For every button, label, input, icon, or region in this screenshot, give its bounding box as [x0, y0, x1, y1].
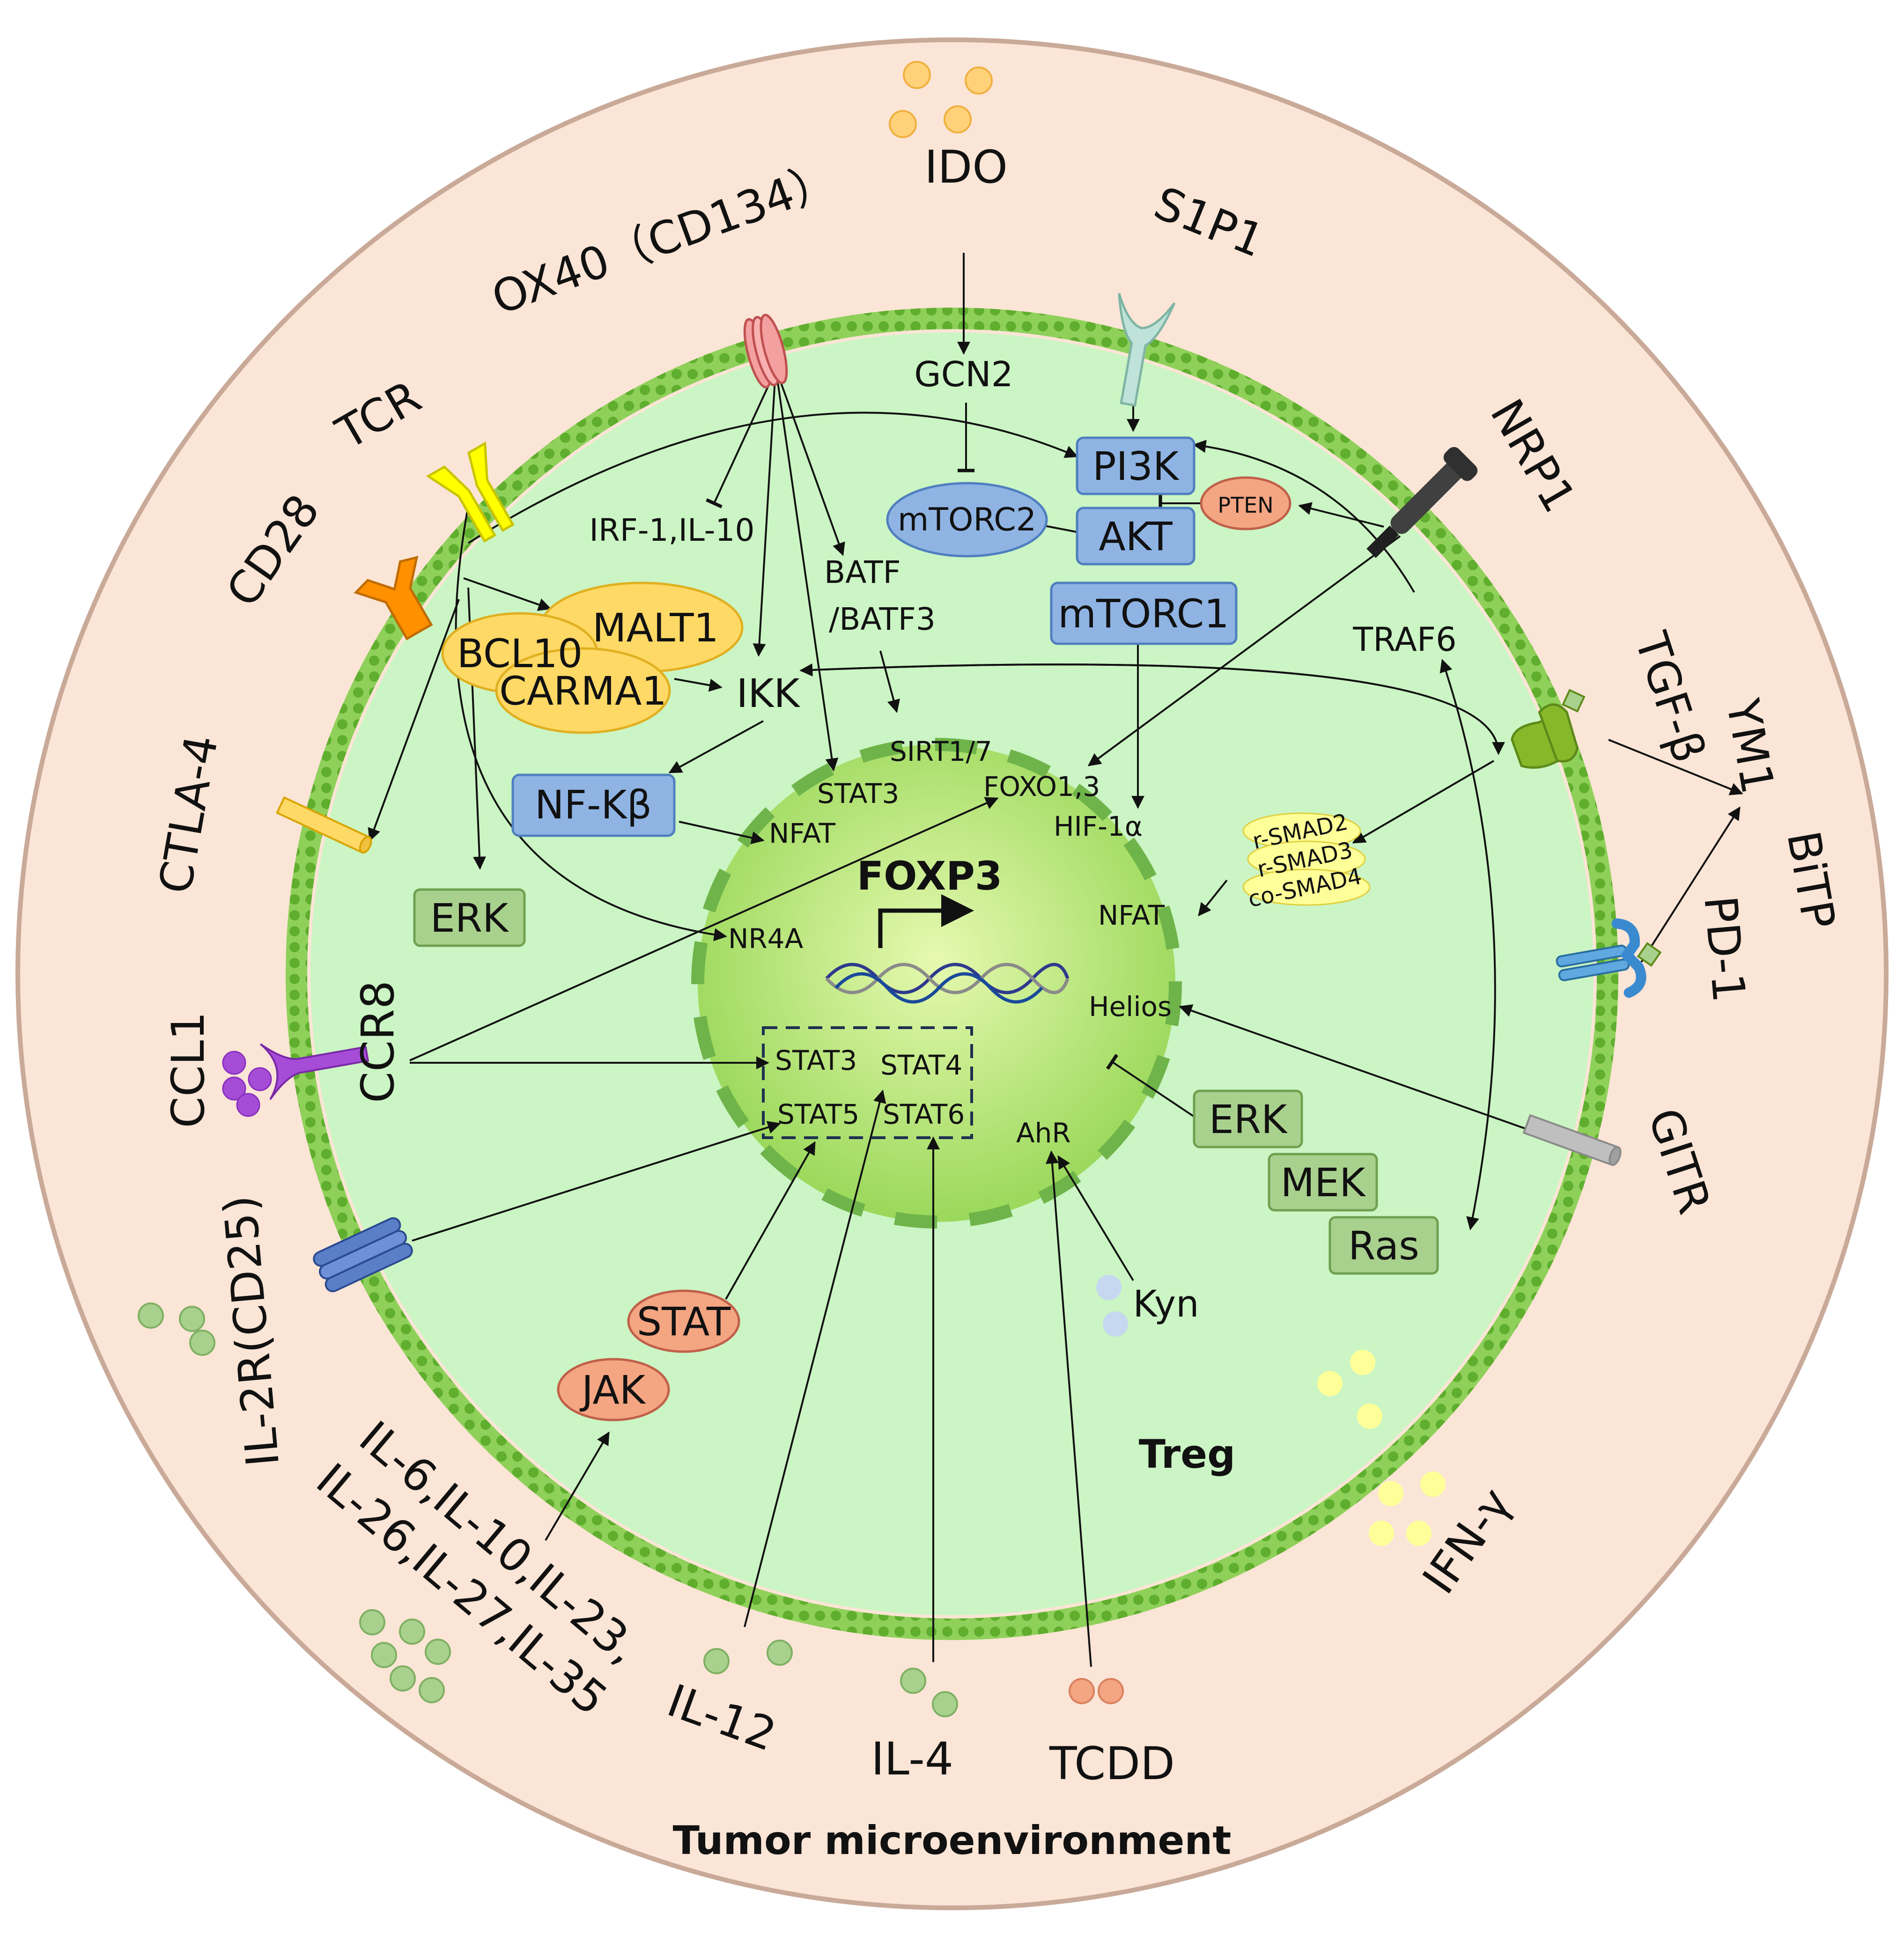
label-irf: IRF-1,IL-10 — [590, 512, 755, 548]
kyn-molecules — [1096, 1275, 1128, 1337]
ifn-gamma-molecules — [1317, 1350, 1446, 1546]
label-stat4: STAT4 — [880, 1049, 962, 1081]
mtorc2-oval — [886, 482, 1048, 558]
label-jak: JAK — [579, 1367, 646, 1413]
label-pten: PTEN — [1218, 493, 1273, 518]
label-batf-2: /BATF3 — [829, 601, 936, 637]
akt-box — [1076, 507, 1196, 566]
interleukin-molecules — [138, 1302, 958, 1717]
tcdd-molecules — [1069, 1678, 1124, 1704]
smad4-oval — [1242, 868, 1371, 906]
mtorc1-box — [1050, 581, 1238, 645]
jak-oval — [557, 1358, 670, 1421]
label-mtorc2: mTORC2 — [898, 501, 1036, 538]
label-stat3: STAT3 — [775, 1045, 857, 1076]
label-erk-right: ERK — [1209, 1096, 1288, 1142]
label-ikk: IKK — [737, 670, 801, 716]
label-treg: Treg — [1139, 1431, 1236, 1477]
label-stat5: STAT5 — [777, 1098, 859, 1130]
label-bcl10: BCL10 — [457, 631, 583, 677]
nfkb-box — [511, 773, 676, 837]
cell-membrane — [286, 308, 1618, 1640]
label-ahr: AhR — [1016, 1117, 1071, 1149]
erk-left-box — [413, 888, 526, 947]
label-nfat-right: NFAT — [1098, 899, 1165, 931]
label-pd1: PD-1 — [1694, 894, 1755, 1004]
label-tumor-microenvironment: Tumor microenvironment — [673, 1818, 1232, 1863]
stat-oval — [627, 1289, 740, 1353]
label-erk-left: ERK — [430, 895, 509, 941]
nrp1-receptor-icon — [1366, 447, 1478, 558]
label-gcn2: GCN2 — [914, 354, 1013, 395]
label-helios: Helios — [1089, 991, 1172, 1023]
erk-right-box — [1193, 1089, 1303, 1148]
pd1-receptor-icon — [1556, 918, 1662, 998]
transcription-arrowhead — [941, 894, 974, 927]
label-tcdd: TCDD — [1049, 1737, 1175, 1790]
label-mek: MEK — [1281, 1160, 1366, 1206]
label-sirt: SIRT1/7 — [890, 736, 992, 767]
label-mtorc1: mTORC1 — [1058, 591, 1229, 637]
label-hif: HIF-1α — [1054, 810, 1143, 842]
il2r-receptor-icon — [313, 1217, 413, 1293]
label-kyn: Kyn — [1133, 1283, 1199, 1325]
carma1-oval — [495, 647, 671, 734]
pi3k-box — [1076, 436, 1196, 495]
label-pi3k: PI3K — [1092, 443, 1180, 489]
tcr-receptor-icon — [426, 441, 515, 543]
gitr-receptor-icon — [1522, 1114, 1622, 1166]
s1p1-receptor-icon — [1118, 293, 1176, 407]
label-traf6: TRAF6 — [1352, 620, 1456, 659]
ras-box — [1328, 1216, 1439, 1275]
label-stat: STAT — [637, 1299, 731, 1345]
ccl1-molecules — [222, 1051, 272, 1117]
label-foxo: FOXO1,3 — [983, 771, 1100, 802]
label-nfat-left: NFAT — [769, 817, 836, 849]
mek-box — [1268, 1153, 1378, 1212]
pten-oval — [1200, 476, 1291, 530]
label-ccr8: CCR8 — [352, 980, 404, 1103]
label-batf-1: BATF — [824, 554, 901, 590]
label-stat6: STAT6 — [883, 1098, 965, 1130]
dna-helix-icon — [825, 963, 1070, 1004]
cd28-receptor-icon — [354, 556, 433, 640]
label-akt: AKT — [1099, 514, 1173, 559]
label-il4: IL-4 — [871, 1733, 953, 1785]
label-nr4a: NR4A — [728, 923, 804, 955]
ido-molecules — [889, 61, 993, 138]
label-foxp3: FOXP3 — [857, 853, 1003, 899]
nuclear-envelope — [691, 738, 1182, 1229]
ox40-receptor-icon — [743, 314, 788, 389]
label-stat3-top: STAT3 — [817, 778, 899, 809]
label-malt1: MALT1 — [592, 605, 719, 651]
label-ido: IDO — [924, 141, 1008, 193]
tgfb-receptor-icon — [1511, 689, 1586, 769]
label-nfkb: NF-Kβ — [535, 782, 652, 828]
ctla4-receptor-icon — [276, 796, 372, 854]
label-ras: Ras — [1348, 1223, 1419, 1269]
transcription-start-arrow — [878, 908, 946, 948]
label-ccl1: CCL1 — [162, 1012, 214, 1128]
label-carma1: CARMA1 — [499, 668, 667, 714]
ccr8-receptor-icon — [259, 1043, 369, 1100]
